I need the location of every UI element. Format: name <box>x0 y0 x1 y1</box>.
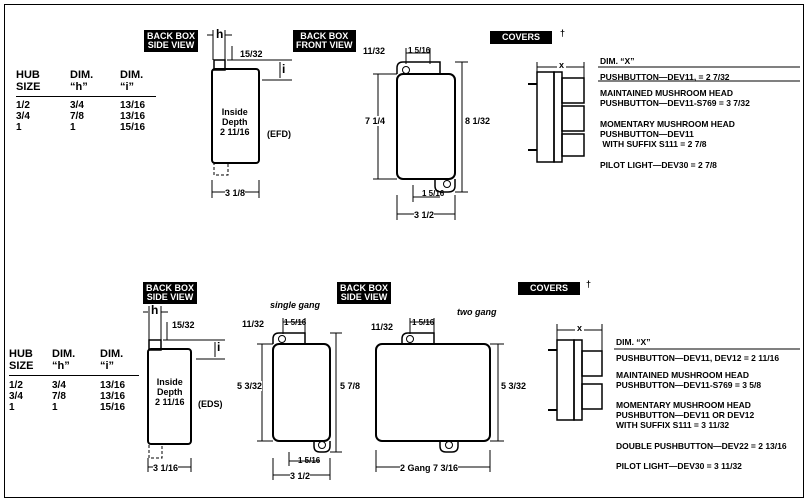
top-front-view-box <box>373 48 468 220</box>
bottom-two-gang-width-label: 2 Gang 7 3/16 <box>400 463 459 473</box>
bottom-covers-dagger: † <box>586 279 592 289</box>
bottom-dim-item-5: PILOT LIGHT—DEV30 = 3 11/32 <box>616 461 742 471</box>
bottom-bottom-width-label: 1 5/16 <box>298 456 321 465</box>
bottom-hole2-label: 11/32 <box>371 322 394 332</box>
top-covers-tag: COVERS <box>490 31 553 44</box>
top-row1-hub: 1/2 <box>16 100 30 111</box>
top-dim-item-3: MOMENTARY MUSHROOM HEAD PUSHBUTTON—DEV11… <box>600 119 735 149</box>
top-width-label: 3 1/8 <box>225 188 246 198</box>
top-h-label: h <box>216 27 224 41</box>
bottom-inside-depth: Inside Depth 2 11/16 <box>155 377 185 407</box>
bottom-covers-tag: COVERS <box>518 282 581 295</box>
bottom-top-width1-label: 1 5/16 <box>284 318 307 327</box>
bottom-two-gang-label: two gang <box>457 307 497 317</box>
bottom-front-width-label: 3 1/2 <box>290 471 311 481</box>
bottom-height-left-label: 5 3/32 <box>237 381 263 391</box>
top-row2-hub: 3/4 <box>16 111 30 122</box>
bottom-single-gang-label: single gang <box>270 300 321 310</box>
bottom-front-view-tag: BACK BOX SIDE VIEW <box>337 282 392 304</box>
top-row2-h: 7/8 <box>70 111 84 122</box>
top-efd-label: (EFD) <box>267 129 291 139</box>
top-top-width-label: 1 5/16 <box>408 46 431 55</box>
bottom-dim-item-4: DOUBLE PUSHBUTTON—DEV22 = 2 13/16 <box>616 441 787 451</box>
top-dim-x-title: DIM. “X” <box>600 56 635 66</box>
bottom-dim-x-title: DIM. “X” <box>616 337 651 347</box>
top-i-label: i <box>282 62 286 76</box>
top-side-view-tag: BACK BOX SIDE VIEW <box>144 30 199 52</box>
bottom-row3-i: 15/16 <box>100 402 126 413</box>
top-height-left-label: 7 1/4 <box>365 116 386 126</box>
bottom-row3-hub: 1 <box>9 402 15 413</box>
top-row1-h: 3/4 <box>70 100 84 111</box>
top-dim-item-4: PILOT LIGHT—DEV30 = 2 7/8 <box>600 160 717 170</box>
bottom-15-32-label: 15/32 <box>172 320 195 330</box>
bottom-x-label: x <box>575 323 585 333</box>
top-covers-dagger: † <box>560 28 566 38</box>
top-row2-i: 13/16 <box>120 111 146 122</box>
bottom-top-width2-label: 1 5/16 <box>412 318 435 327</box>
bottom-table-header-i: DIM. “i” <box>100 348 124 372</box>
top-table-header-hub: HUB SIZE <box>16 69 41 93</box>
bottom-row1-i: 13/16 <box>100 380 126 391</box>
top-dim-item-2: MAINTAINED MUSHROOM HEAD PUSHBUTTON—DEV1… <box>600 88 750 108</box>
bottom-height-right-label: 5 7/8 <box>340 381 361 391</box>
top-front-width-label: 3 1/2 <box>414 210 435 220</box>
bottom-width-label: 3 1/16 <box>153 463 179 473</box>
bottom-dim-item-2: MAINTAINED MUSHROOM HEAD PUSHBUTTON—DEV1… <box>616 370 762 390</box>
page-frame <box>4 4 804 498</box>
bottom-cover-side <box>548 324 603 421</box>
bottom-table-rule <box>9 375 139 376</box>
bottom-eds-label: (EDS) <box>198 399 223 409</box>
top-table-header-i: DIM. “i” <box>120 69 144 93</box>
top-table-header-h: DIM. “h” <box>70 69 94 93</box>
top-inside-depth: Inside Depth 2 11/16 <box>220 107 250 137</box>
top-side-view-box <box>207 30 292 198</box>
bottom-row1-hub: 1/2 <box>9 380 23 391</box>
top-bottom-width-label: 1 5/16 <box>422 189 445 198</box>
bottom-h-label: h <box>151 303 159 317</box>
top-row3-i: 15/16 <box>120 122 146 133</box>
top-15-32-label: 15/32 <box>240 49 263 59</box>
top-table-rule <box>16 96 156 97</box>
bottom-row3-h: 1 <box>52 402 58 413</box>
bottom-hole1-label: 11/32 <box>242 319 265 329</box>
bottom-row1-h: 3/4 <box>52 380 66 391</box>
bottom-two-gang-box <box>375 318 504 472</box>
top-row3-h: 1 <box>70 122 76 133</box>
bottom-row2-hub: 3/4 <box>9 391 23 402</box>
top-front-view-tag: BACK BOX FRONT VIEW <box>293 30 356 52</box>
top-cover-side <box>528 62 585 163</box>
top-dim-rules <box>598 66 800 82</box>
bottom-side-view-tag: BACK BOX SIDE VIEW <box>143 282 198 304</box>
top-dim-item-1: PUSHBUTTON—DEV11, = 2 7/32 <box>600 72 730 82</box>
bottom-dim-item-3: MOMENTARY MUSHROOM HEAD PUSHBUTTON—DEV11… <box>616 400 755 430</box>
bottom-dim-item-1: PUSHBUTTON—DEV11, DEV12 = 2 11/16 <box>616 353 780 363</box>
bottom-row2-i: 13/16 <box>100 391 126 402</box>
top-height-right-label: 8 1/32 <box>465 116 491 126</box>
top-x-label: x <box>557 60 567 70</box>
bottom-row2-h: 7/8 <box>52 391 66 402</box>
bottom-table-header-h: DIM. “h” <box>52 348 76 372</box>
bottom-table-header-hub: HUB SIZE <box>9 348 34 372</box>
top-row1-i: 13/16 <box>120 100 146 111</box>
bottom-i-label: i <box>217 340 221 354</box>
top-hole-label: 11/32 <box>363 46 386 56</box>
bottom-height-2g-label: 5 3/32 <box>501 381 527 391</box>
top-row3-hub: 1 <box>16 122 22 133</box>
